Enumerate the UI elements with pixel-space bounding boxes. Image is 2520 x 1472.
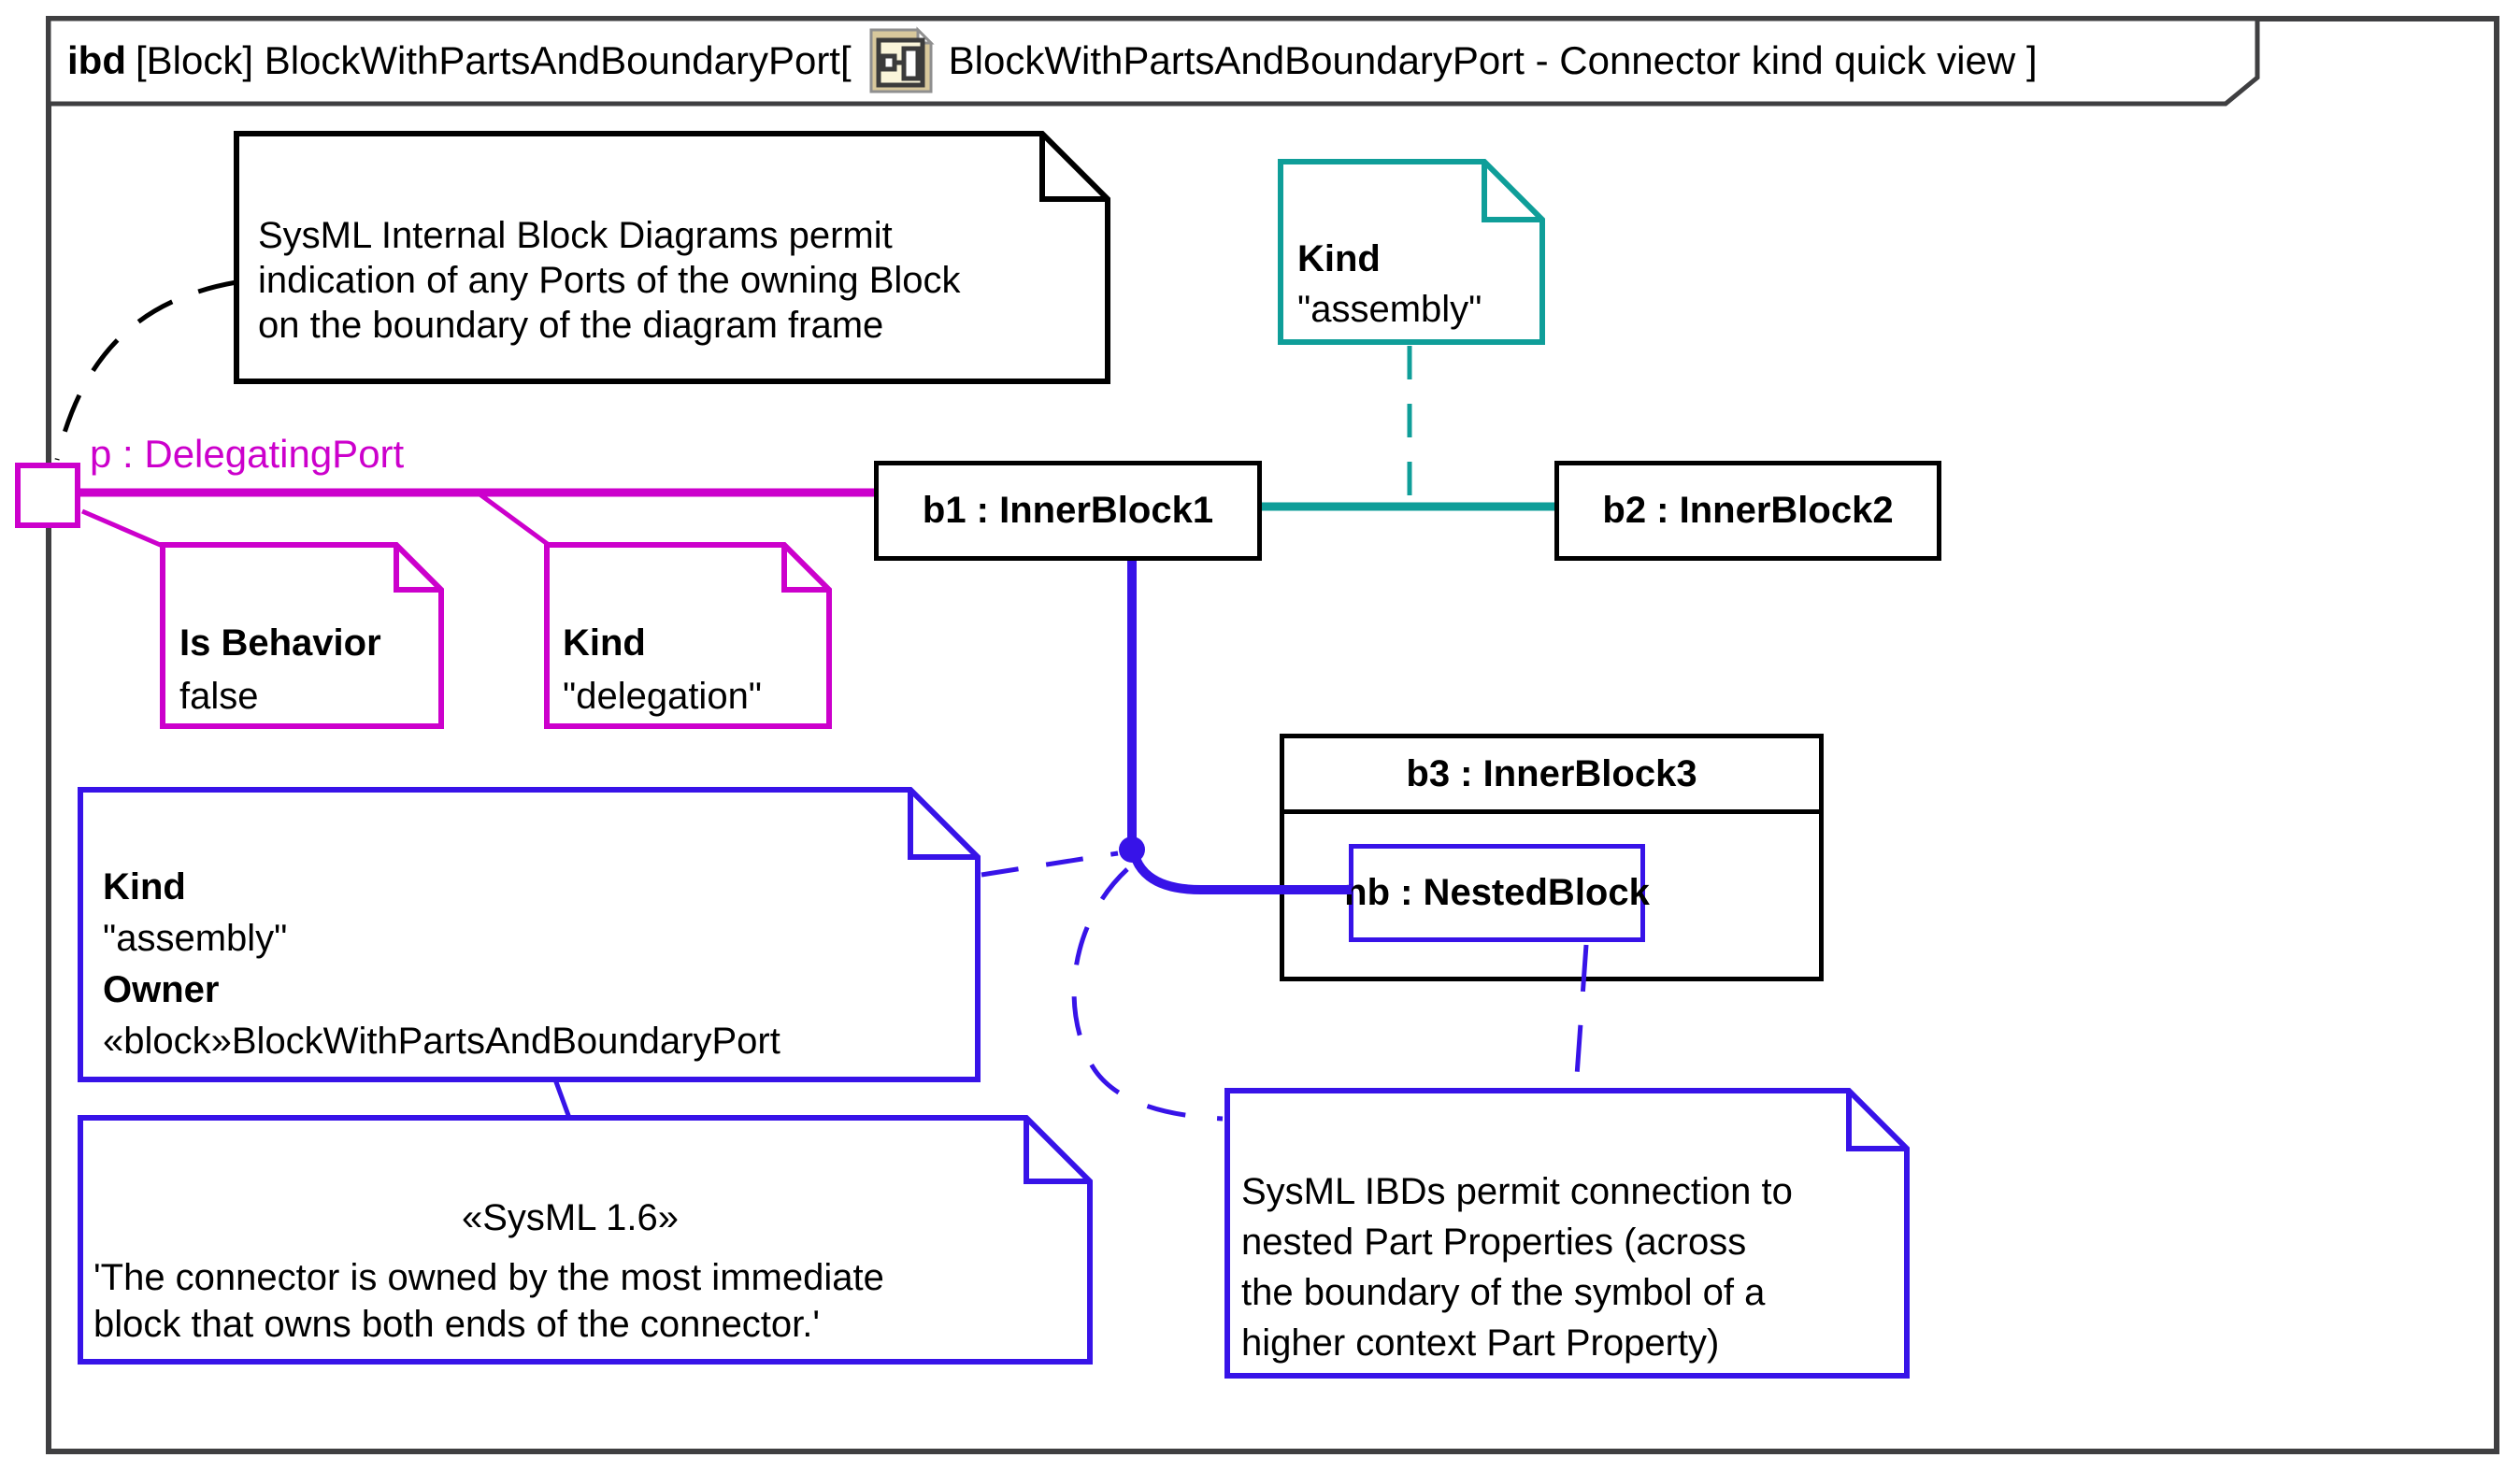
sysml-note-anchor: [552, 1079, 572, 1119]
assembly-note-top-text: Kind "assembly": [1297, 234, 1482, 335]
is-behavior-note-text: Is Behavior false: [179, 617, 381, 723]
sysml-note-text: «SysML 1.6» 'The connector is owned by t…: [93, 1194, 1047, 1348]
note-value: "assembly": [103, 918, 288, 959]
delegation-note-anchor: [473, 488, 551, 548]
boundary-port-p[interactable]: [15, 463, 80, 528]
kind-owner-note-anchor: [981, 850, 1119, 878]
part-block-b3-header: b3 : InnerBlock3: [1284, 738, 1819, 814]
note-keyword: Kind: [103, 866, 186, 907]
note-stereotype: «SysML 1.6»: [462, 1197, 679, 1238]
note-line: SysML IBDs permit connection to: [1241, 1171, 1793, 1212]
note-value: false: [179, 676, 259, 717]
ibd-diagram-icon: [869, 26, 935, 93]
note-keyword: Is Behavior: [179, 622, 381, 664]
note-line: block that owns both ends of the connect…: [93, 1304, 821, 1345]
is-behavior-note-anchor: [81, 508, 165, 550]
boundary-port-label: p : DelegatingPort: [90, 432, 405, 476]
kind-owner-note-text: Kind "assembly" Owner «block»BlockWithPa…: [103, 862, 780, 1067]
note-value: «block»BlockWithPartsAndBoundaryPort: [103, 1021, 780, 1062]
frame-note-text: SysML Internal Block Diagrams permit ind…: [258, 213, 961, 348]
diagram-title-after-icon: BlockWithPartsAndBoundaryPort - Connecto…: [948, 38, 2038, 82]
diagram-kind-keyword: ibd: [67, 38, 126, 82]
nested-note-anchor-arc: [1071, 867, 1224, 1122]
frame-note-line: SysML Internal Block Diagrams permit: [258, 215, 893, 256]
frame-note-line: indication of any Ports of the owning Bl…: [258, 260, 961, 301]
connector-junction-dot: [1119, 836, 1145, 863]
note-keyword: Kind: [1297, 238, 1381, 279]
part-block-b1-label: b1 : InnerBlock1: [922, 490, 1214, 531]
diagram-title-before-icon: [Block] BlockWithPartsAndBoundaryPort[: [135, 38, 852, 82]
part-block-b3-label: b3 : InnerBlock3: [1406, 752, 1697, 794]
note-line: 'The connector is owned by the most imme…: [93, 1257, 884, 1298]
delegation-note-text: Kind "delegation": [563, 617, 762, 723]
frame-note-line: on the boundary of the diagram frame: [258, 305, 884, 346]
part-block-b1[interactable]: b1 : InnerBlock1: [874, 461, 1262, 561]
note-line: the boundary of the symbol of a: [1241, 1272, 1766, 1313]
nested-part-block-nb-label: nb : NestedBlock: [1344, 872, 1650, 913]
nested-part-block-nb[interactable]: nb : NestedBlock: [1344, 844, 1650, 942]
diagram-title: ibd [Block] BlockWithPartsAndBoundaryPor…: [67, 22, 2038, 99]
note-keyword: Owner: [103, 969, 220, 1010]
part-block-b2[interactable]: b2 : InnerBlock2: [1554, 461, 1941, 561]
note-line: nested Part Properties (across: [1241, 1222, 1747, 1263]
note-value: "assembly": [1297, 289, 1482, 330]
note-line: higher context Part Property): [1241, 1322, 1720, 1364]
nested-note-text: SysML IBDs permit connection to nested P…: [1241, 1166, 1793, 1368]
note-value: "delegation": [563, 676, 763, 717]
part-block-b2-label: b2 : InnerBlock2: [1602, 490, 1894, 531]
note-keyword: Kind: [563, 622, 646, 664]
